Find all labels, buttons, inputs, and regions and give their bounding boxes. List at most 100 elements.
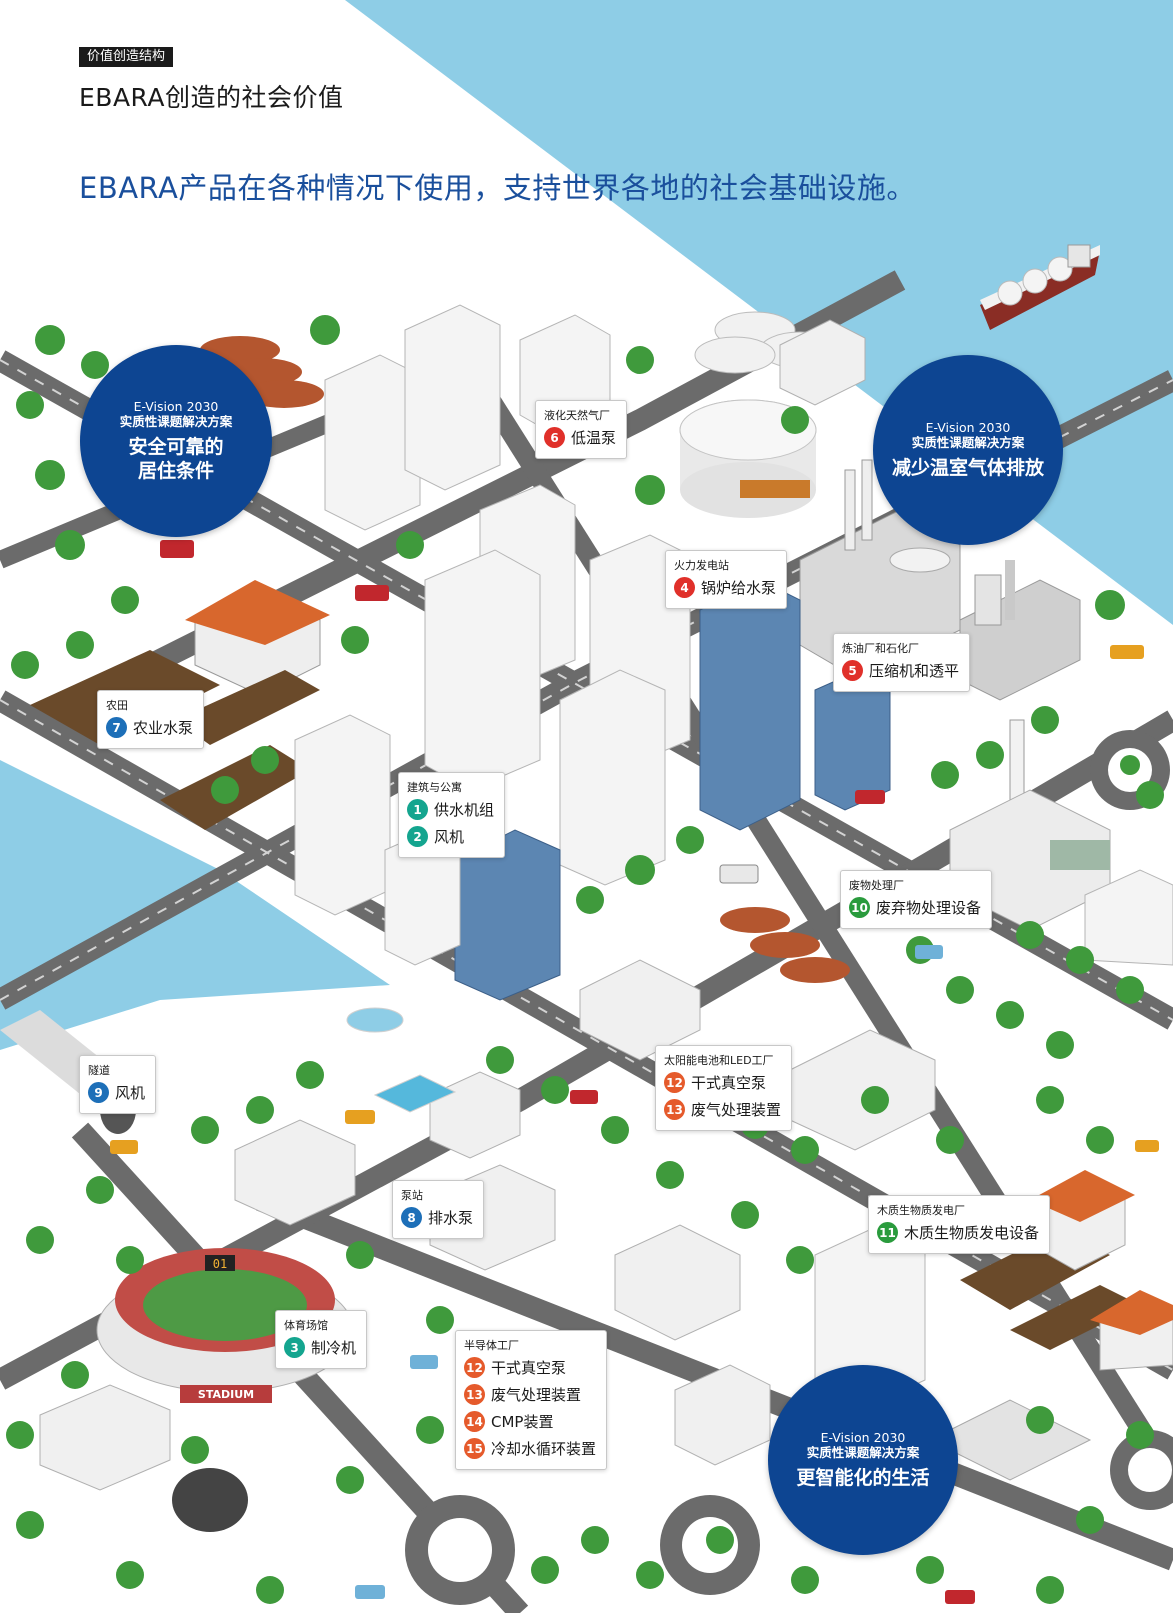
item-label: CMP装置 [491,1413,554,1431]
trees [6,315,1164,1604]
office-buildings [294,304,1173,1411]
callout-item: 1 供水机组 [407,799,494,820]
circle-line2: 实质性课题解决方案 [119,414,233,429]
callout-item: 5 压缩机和透平 [842,660,959,681]
callout-biomass-plant: 木质生物质发电厂 11 木质生物质发电设备 [868,1195,1051,1254]
item-number-badge: 2 [407,826,428,847]
callout-item: 10 废弃物处理设备 [849,897,981,918]
callout-category: 木质生物质发电厂 [877,1204,965,1217]
item-number-badge: 14 [464,1411,485,1432]
callout-item: 8 排水泵 [401,1207,473,1228]
item-label: 干式真空泵 [491,1359,567,1377]
item-number-badge: 8 [401,1207,422,1228]
item-number-badge: 10 [849,897,870,918]
stadium-sign-text: STADIUM [198,1388,254,1401]
roundabouts [405,730,1173,1605]
callout-category: 废物处理厂 [849,879,904,892]
refinery [959,560,1081,701]
evision-circle-safe-living: E-Vision 2030 实质性课题解决方案 安全可靠的 居住条件 [80,345,272,537]
item-number-badge: 3 [284,1337,305,1358]
callout-semiconductor-factory: 半导体工厂 12 干式真空泵 13 废气处理装置 14 CMP装置 15 冷却水… [455,1330,608,1470]
callout-item: 9 风机 [88,1082,145,1103]
item-label: 制冷机 [311,1339,357,1357]
callout-lng-plant: 液化天然气厂 6 低温泵 [535,400,628,459]
circle-line2: 实质性课题解决方案 [911,435,1025,450]
circle-line1: E-Vision 2030 [925,420,1011,435]
item-label: 废气处理装置 [691,1101,782,1119]
callout-category: 泵站 [401,1189,423,1202]
item-label: 供水机组 [434,801,495,819]
callout-item: 12 干式真空泵 [464,1357,596,1378]
callout-tunnel: 隧道 9 风机 [79,1055,157,1114]
water-body [0,760,390,1050]
circle-line2: 实质性课题解决方案 [806,1445,920,1460]
callout-category: 半导体工厂 [464,1339,519,1352]
evision-circle-ghg-reduction: E-Vision 2030 实质性课题解决方案 减少温室气体排放 [873,355,1063,545]
callout-item: 14 CMP装置 [464,1411,596,1432]
callout-waste-plant: 废物处理厂 10 废弃物处理设备 [840,870,993,929]
callout-item: 13 废气处理装置 [664,1099,781,1120]
item-number-badge: 15 [464,1438,485,1459]
item-label: 废弃物处理设备 [876,899,982,917]
callout-category: 体育场馆 [284,1319,328,1332]
item-number-badge: 13 [664,1099,685,1120]
callout-farm: 农田 7 农业水泵 [97,690,205,749]
item-number-badge: 4 [674,577,695,598]
page-title: EBARA创造的社会价值 [79,83,344,112]
item-label: 农业水泵 [133,719,194,737]
callout-category: 隧道 [88,1064,110,1077]
houses [1030,1170,1173,1371]
item-number-badge: 9 [88,1082,109,1103]
callout-category: 炼油厂和石化厂 [842,642,919,655]
item-label: 风机 [115,1084,146,1102]
callout-thermal-power: 火力发电站 4 锅炉给水泵 [665,550,788,609]
item-label: 低温泵 [571,429,617,447]
item-number-badge: 11 [877,1222,898,1243]
callout-stadium: 体育场馆 3 制冷机 [275,1310,368,1369]
item-number-badge: 7 [106,717,127,738]
circle-main: 更智能化的生活 [796,1467,930,1489]
headline: EBARA产品在各种情况下使用，支持世界各地的社会基础设施。 [79,171,916,205]
item-label: 干式真空泵 [691,1074,767,1092]
callout-item: 15 冷却水循环装置 [464,1438,596,1459]
circle-main: 安全可靠的 居住条件 [128,436,224,482]
callout-category: 农田 [106,699,128,712]
item-label: 木质生物质发电设备 [904,1224,1040,1242]
callout-item: 4 锅炉给水泵 [674,577,776,598]
callout-pump-station: 泵站 8 排水泵 [392,1180,485,1239]
callout-item: 7 农业水泵 [106,717,193,738]
swimming-pool [373,1074,457,1113]
callout-item: 2 风机 [407,826,494,847]
item-number-badge: 13 [464,1384,485,1405]
scoreboard-text: 01 [213,1257,227,1271]
callout-refinery: 炼油厂和石化厂 5 压缩机和透平 [833,633,971,692]
callout-solar-led-factory: 太阳能电池和LED工厂 12 干式真空泵 13 废气处理装置 [655,1045,793,1131]
circle-line1: E-Vision 2030 [820,1430,906,1445]
evision-circle-smarter-living: E-Vision 2030 实质性课题解决方案 更智能化的生活 [768,1365,958,1555]
circle-line1: E-Vision 2030 [133,399,219,414]
callout-item: 3 制冷机 [284,1337,356,1358]
item-number-badge: 1 [407,799,428,820]
farm-house [185,580,330,696]
item-number-badge: 6 [544,427,565,448]
item-label: 废气处理装置 [491,1386,582,1404]
callout-item: 12 干式真空泵 [664,1072,781,1093]
callout-building: 建筑与公寓 1 供水机组 2 风机 [398,772,506,858]
item-label: 压缩机和透平 [869,662,960,680]
item-label: 风机 [434,828,465,846]
callout-category: 火力发电站 [674,559,729,572]
item-label: 冷却水循环装置 [491,1440,597,1458]
circle-main: 减少温室气体排放 [891,457,1044,479]
lng-ship [980,244,1100,330]
callout-category: 液化天然气厂 [544,409,610,422]
item-label: 排水泵 [428,1209,474,1227]
section-tag: 价值创造结构 [79,47,174,67]
pond [346,1007,404,1033]
callout-category: 太阳能电池和LED工厂 [664,1054,774,1067]
callout-item: 13 废气处理装置 [464,1384,596,1405]
item-number-badge: 12 [464,1357,485,1378]
item-number-badge: 12 [664,1072,685,1093]
vehicles [110,480,1159,1604]
item-label: 锅炉给水泵 [701,579,777,597]
callout-item: 11 木质生物质发电设备 [877,1222,1039,1243]
